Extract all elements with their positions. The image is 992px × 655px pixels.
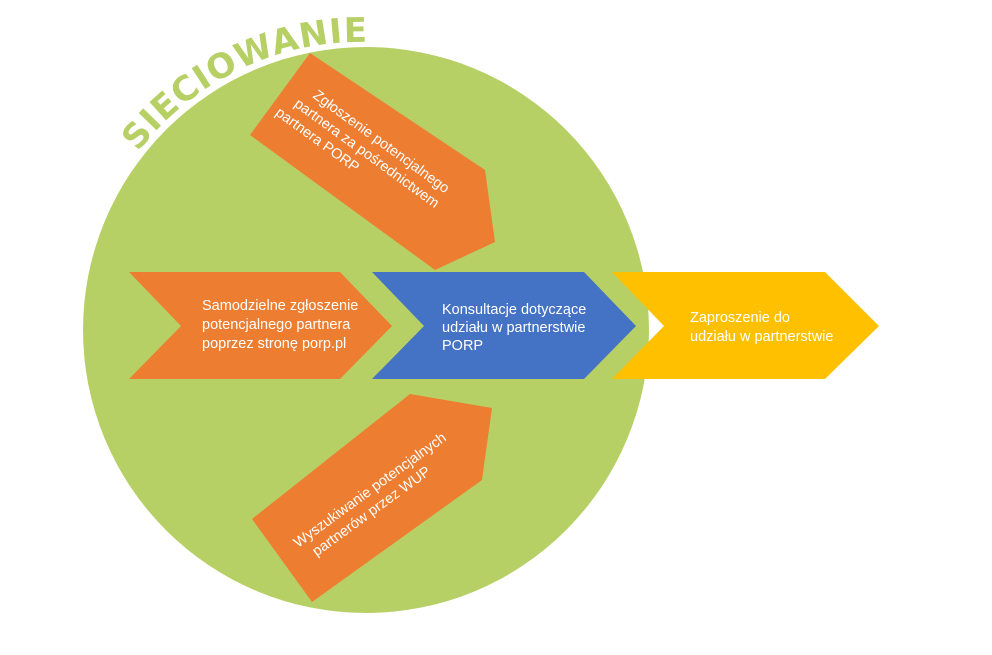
arrow-consultation-line-2: udziału w partnerstwie: [442, 320, 585, 336]
arrow-consultation-label: Konsultacje dotyczące udziału w partners…: [442, 302, 590, 354]
arrow-invitation-shape: [612, 272, 879, 379]
arrow-self-registration-label: Samodzielne zgłoszenie potencjalnego par…: [202, 298, 362, 352]
arrow-self-registration-line-1: Samodzielne zgłoszenie: [202, 298, 358, 314]
arrow-consultation-line-3: PORP: [442, 338, 483, 354]
arrow-invitation-line-2: udziału w partnerstwie: [690, 329, 833, 345]
arrow-invitation-line-1: Zaproszenie do: [690, 310, 790, 326]
arrow-self-registration: Samodzielne zgłoszenie potencjalnego par…: [129, 272, 392, 379]
arrow-wup-search-shape: [252, 394, 492, 602]
arrow-invitation: Zaproszenie do udziału w partnerstwie: [612, 272, 879, 379]
arrow-invitation-label: Zaproszenie do udziału w partnerstwie: [690, 310, 833, 345]
arrow-consultation-line-1: Konsultacje dotyczące: [442, 302, 586, 318]
arrow-consultation-shape: [372, 272, 636, 379]
arrow-self-registration-line-3: poprzez stronę porp.pl: [202, 336, 346, 352]
arrow-consultation: Konsultacje dotyczące udziału w partners…: [372, 272, 636, 379]
arrow-partner-referral-shape: [250, 53, 495, 270]
arrow-self-registration-shape: [129, 272, 392, 379]
arrow-self-registration-line-2: potencjalnego partnera: [202, 317, 351, 333]
